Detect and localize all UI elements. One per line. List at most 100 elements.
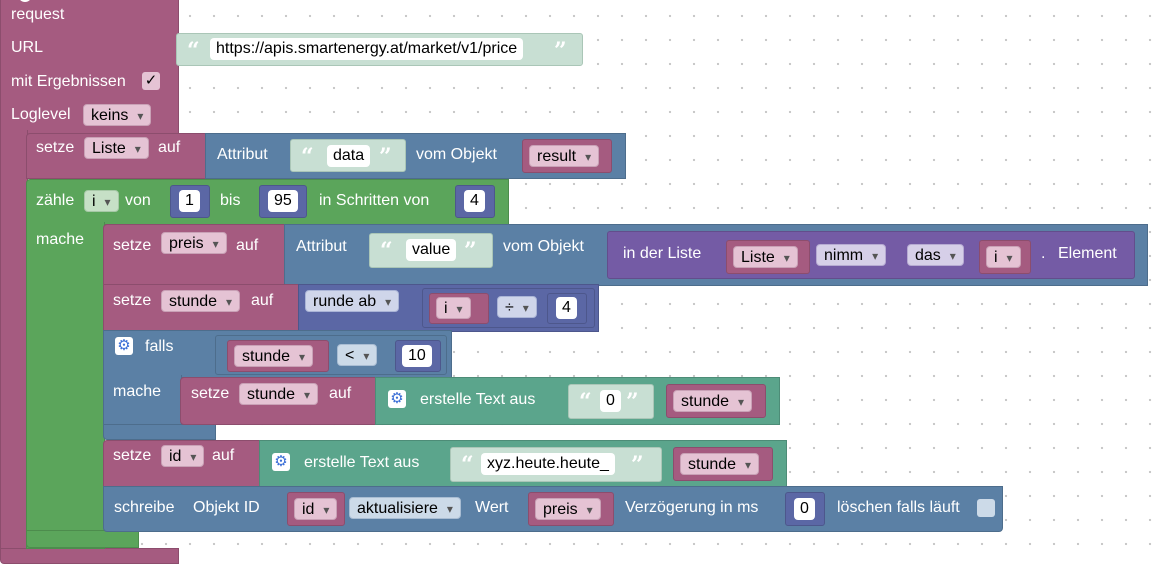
attr-name-text-block[interactable]: “ data ”	[290, 139, 406, 172]
attribut-label-2: Attribut	[296, 238, 347, 255]
write-delay-label: Verzögerung in ms	[625, 499, 759, 516]
loop-bis: bis	[220, 192, 241, 209]
compare-block[interactable]: stunde < 10	[215, 335, 447, 375]
zero-text-block[interactable]: “ 0 ”	[568, 384, 654, 419]
set-stunde-auf: auf	[251, 292, 274, 309]
loop-mache: mache	[36, 231, 85, 248]
result-var-dropdown[interactable]: result	[529, 145, 600, 168]
loop-block-bottom	[26, 530, 139, 548]
value-text-block[interactable]: “ value ”	[369, 233, 493, 268]
write-delay-field[interactable]: 0	[794, 498, 815, 520]
set-id-var-dropdown[interactable]: id	[161, 445, 205, 468]
request-title: request	[11, 6, 65, 23]
value-field[interactable]: value	[406, 239, 457, 261]
set-preis-var-dropdown[interactable]: preis	[161, 232, 227, 255]
loop-from-field[interactable]: 1	[179, 190, 200, 212]
attribute-block-list[interactable]: Attribut “ data ” vom Objekt result	[205, 133, 626, 179]
join-var-block-1[interactable]: stunde	[666, 384, 766, 418]
index-var-block[interactable]: i	[979, 240, 1031, 274]
set-list-setze: setze	[36, 139, 75, 156]
divide-block[interactable]: i ÷ 4	[422, 288, 595, 328]
loop-zaehle: zähle	[36, 192, 75, 209]
result-var-block[interactable]: result	[522, 139, 612, 173]
divide-a-block[interactable]: i	[429, 293, 489, 324]
list-var-block[interactable]: Liste	[726, 240, 810, 274]
write-value-dropdown[interactable]: preis	[535, 498, 601, 521]
list-get-block[interactable]: in der Liste Liste nimm das i . Element	[607, 231, 1135, 279]
open-quote-icon: “	[187, 38, 200, 64]
compare-rhs-block[interactable]: 10	[395, 340, 441, 372]
loop-step-field[interactable]: 4	[464, 190, 485, 212]
compare-op-dropdown[interactable]: <	[337, 344, 378, 367]
set-preis-setze: setze	[113, 237, 152, 254]
hat-notch	[18, 0, 32, 2]
compare-lhs-dropdown[interactable]: stunde	[234, 345, 314, 368]
round-block[interactable]: runde ab i ÷ 4	[298, 284, 599, 332]
write-id-block[interactable]: id	[287, 492, 345, 526]
join-block-2[interactable]: ⚙ erstelle Text aus “ xyz.heute.heute_ ”…	[259, 440, 787, 488]
round-dropdown[interactable]: runde ab	[305, 290, 400, 313]
join-var-dropdown-2[interactable]: stunde	[680, 453, 760, 476]
loglevel-label: Loglevel	[11, 106, 71, 123]
results-checkbox[interactable]: ✓	[142, 72, 160, 90]
clear-checkbox[interactable]	[977, 499, 995, 517]
loop-step-block[interactable]: 4	[455, 185, 495, 218]
id-prefix-text-block[interactable]: “ xyz.heute.heute_ ”	[450, 447, 662, 482]
divide-b-field[interactable]: 4	[556, 297, 577, 319]
request-block-body	[0, 130, 28, 550]
loglevel-dropdown[interactable]: keins	[83, 104, 152, 127]
set-stunde-var-dropdown[interactable]: stunde	[161, 290, 241, 313]
loop-from-block[interactable]: 1	[170, 185, 210, 218]
write-delay-block[interactable]: 0	[785, 492, 825, 526]
set-id-auf: auf	[212, 447, 235, 464]
write-id-dropdown[interactable]: id	[294, 498, 338, 521]
nimm-dropdown[interactable]: nimm	[816, 244, 887, 267]
divide-a-dropdown[interactable]: i	[436, 297, 471, 320]
url-text-block[interactable]: “ https://apis.smartenergy.at/market/v1/…	[176, 33, 583, 66]
loop-to-field[interactable]: 95	[268, 190, 298, 212]
open-quote-icon: “	[301, 144, 314, 170]
loop-block-body	[26, 222, 105, 549]
divide-b-block[interactable]: 4	[547, 293, 587, 324]
id-prefix-field[interactable]: xyz.heute.heute_	[481, 453, 615, 475]
open-quote-icon: “	[579, 389, 592, 415]
write-wert: Wert	[475, 499, 509, 516]
compare-lhs-block[interactable]: stunde	[227, 340, 329, 372]
join-block-1[interactable]: ⚙ erstelle Text aus “ 0 ” stunde	[375, 377, 780, 425]
loop-var-dropdown[interactable]: i	[84, 190, 119, 213]
list-var-dropdown[interactable]: Liste	[733, 246, 798, 269]
gear-icon[interactable]: ⚙	[115, 337, 133, 355]
request-block-bottom	[0, 548, 179, 564]
open-quote-icon: “	[380, 238, 393, 264]
join-var-block-2[interactable]: stunde	[673, 447, 773, 481]
in-der-liste-label: in der Liste	[623, 245, 702, 262]
if-set-var-dropdown[interactable]: stunde	[239, 383, 319, 406]
close-quote-icon: ”	[464, 238, 477, 264]
write-value-block[interactable]: preis	[528, 492, 614, 526]
divide-op-dropdown[interactable]: ÷	[497, 296, 537, 319]
close-quote-icon: ”	[631, 452, 644, 478]
compare-rhs-field[interactable]: 10	[402, 345, 432, 367]
close-quote-icon: ”	[554, 38, 567, 64]
zero-field[interactable]: 0	[600, 390, 621, 412]
index-var-dropdown[interactable]: i	[986, 246, 1021, 269]
set-id-setze: setze	[113, 447, 152, 464]
attr-name-field[interactable]: data	[327, 145, 371, 167]
attribute-block-preis[interactable]: Attribut “ value ” vom Objekt in der Lis…	[284, 224, 1148, 286]
url-label: URL	[11, 39, 44, 56]
join-var-dropdown-1[interactable]: stunde	[673, 390, 753, 413]
write-mode-dropdown[interactable]: aktualisiere	[349, 497, 461, 520]
url-field[interactable]: https://apis.smartenergy.at/market/v1/pr…	[210, 38, 524, 60]
gear-icon[interactable]: ⚙	[388, 390, 406, 408]
open-quote-icon: “	[461, 452, 474, 478]
set-list-var-dropdown[interactable]: Liste	[84, 137, 149, 160]
if-block-bottom	[103, 424, 216, 440]
results-label: mit Ergebnissen	[11, 73, 126, 90]
close-quote-icon: ”	[626, 389, 639, 415]
loop-to-block[interactable]: 95	[259, 185, 307, 218]
write-block[interactable]: schreibe Objekt ID id aktualisiere Wert …	[103, 486, 1003, 532]
das-dropdown[interactable]: das	[907, 244, 964, 267]
gear-icon[interactable]: ⚙	[272, 453, 290, 471]
if-falls: falls	[145, 338, 174, 355]
if-set-auf: auf	[329, 385, 352, 402]
